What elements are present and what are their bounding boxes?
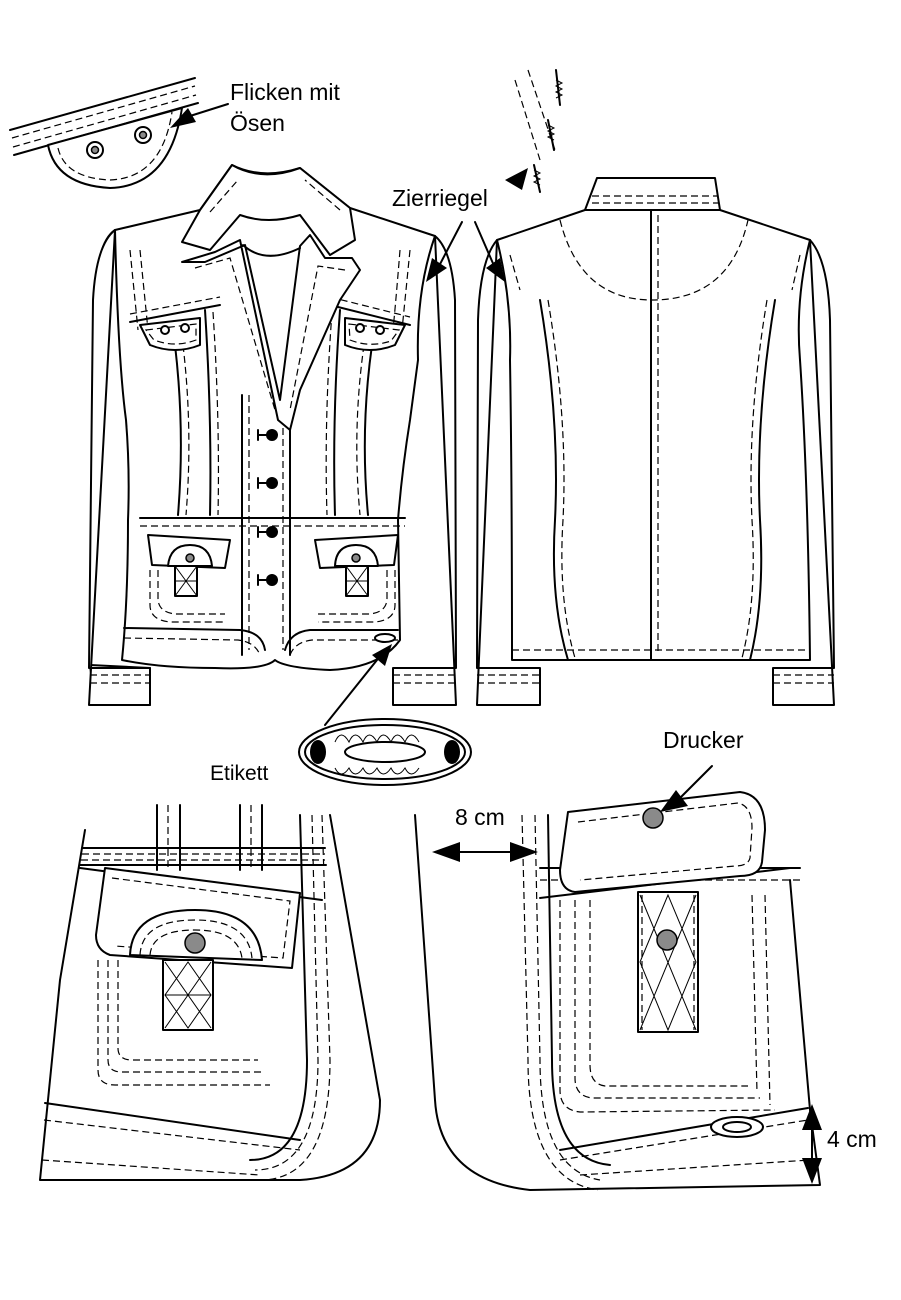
patch-pointer-arrow bbox=[170, 108, 196, 128]
snap-icon bbox=[642, 807, 664, 829]
snap-icon bbox=[656, 929, 678, 951]
patch-detail bbox=[9, 77, 199, 189]
hem-height-label: 4 cm bbox=[827, 1126, 877, 1152]
label-tag-icon bbox=[298, 718, 472, 786]
button-icon bbox=[266, 477, 278, 489]
closeup-left-front bbox=[39, 804, 381, 1181]
button-icon bbox=[266, 429, 278, 441]
patch-label-line1: Flicken mit bbox=[230, 79, 341, 105]
patch-label-line2: Ösen bbox=[230, 110, 285, 136]
bartack-label: Zierriegel bbox=[392, 185, 488, 211]
button-icon bbox=[266, 574, 278, 586]
jacket-back-view bbox=[476, 177, 835, 706]
button-icon bbox=[266, 526, 278, 538]
label-tag-label: Etikett bbox=[210, 762, 269, 785]
snap-label: Drucker bbox=[663, 727, 744, 753]
closeup-right-front bbox=[414, 791, 821, 1191]
bartack-detail bbox=[505, 69, 564, 193]
distance-label: 8 cm bbox=[455, 804, 505, 830]
jacket-front-view bbox=[88, 164, 457, 706]
small-label-icon bbox=[710, 1116, 764, 1138]
snap-icon bbox=[184, 932, 206, 954]
